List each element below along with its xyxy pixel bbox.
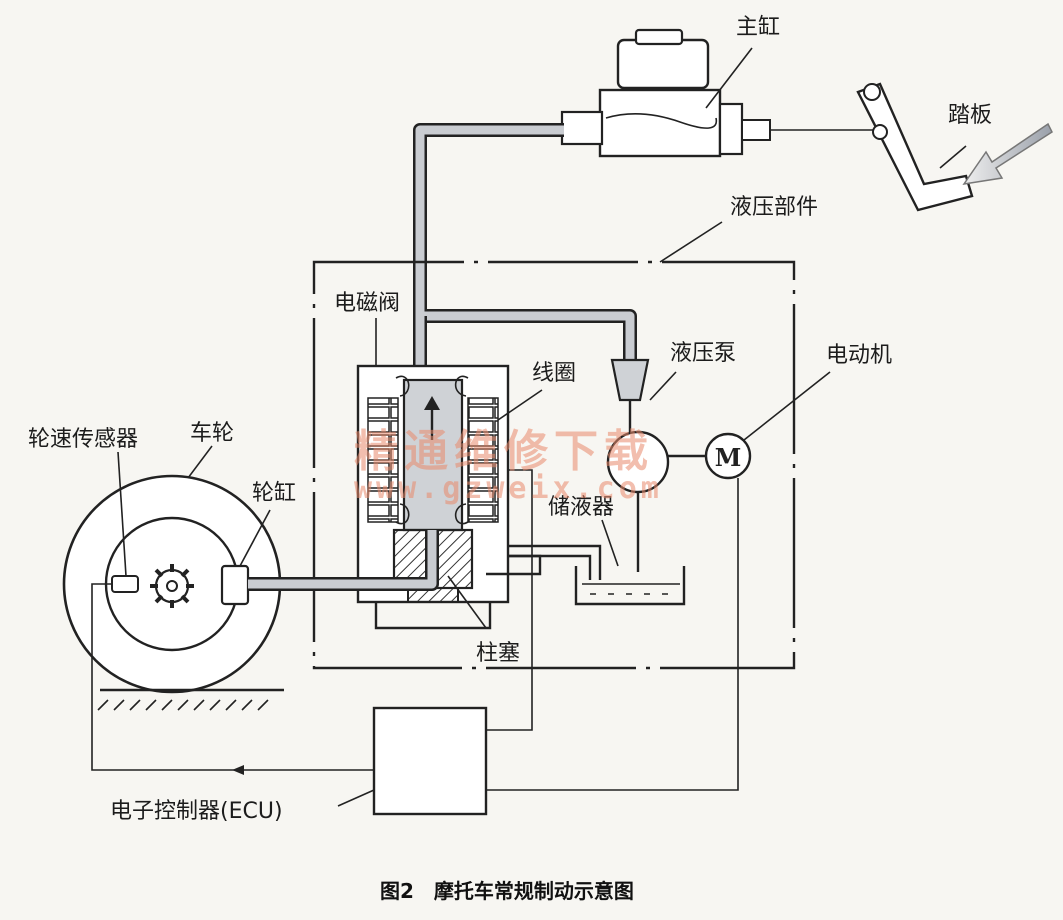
label-solenoid-valve: 电磁阀 (334, 291, 400, 316)
hydraulic-pump (606, 358, 670, 572)
brake-line (413, 123, 637, 380)
wheel-cylinder (220, 530, 439, 606)
ecu-wiring (91, 469, 739, 791)
gear-icon (150, 564, 194, 608)
label-wheel: 车轮 (190, 421, 234, 446)
figure-caption: 图2 摩托车常规制动示意图 (380, 879, 634, 903)
motor-symbol: M (715, 443, 742, 472)
ecu-box (372, 706, 488, 816)
watermark-url: www.gzweix.com (354, 471, 663, 506)
solenoid-valve (356, 364, 542, 630)
brake-pedal (856, 82, 974, 212)
label-hydraulic-unit: 液压部件 (730, 195, 818, 220)
label-pedal: 踏板 (948, 103, 992, 128)
leader-lines (117, 47, 967, 807)
label-hydraulic-pump: 液压泵 (670, 341, 736, 366)
master-cylinder (560, 28, 880, 158)
push-arrow (962, 122, 1053, 186)
label-electric-motor: 电动机 (826, 343, 892, 368)
hydraulic-unit-boundary (312, 260, 796, 670)
label-coil: 线圈 (532, 361, 576, 386)
electric-motor: M (668, 432, 752, 480)
label-wheel-speed-sensor: 轮速传感器 (28, 427, 138, 452)
label-ecu: 电子控制器(ECU) (110, 799, 283, 824)
label-reservoir: 储液器 (548, 495, 614, 520)
reservoir (508, 544, 686, 606)
watermark-title: 精通维修下载 (354, 426, 654, 477)
label-master-cylinder: 主缸 (736, 15, 780, 40)
label-wheel-cylinder: 轮缸 (252, 481, 296, 506)
label-plunger: 柱塞 (476, 641, 520, 666)
wheel-speed-sensor (111, 575, 139, 593)
